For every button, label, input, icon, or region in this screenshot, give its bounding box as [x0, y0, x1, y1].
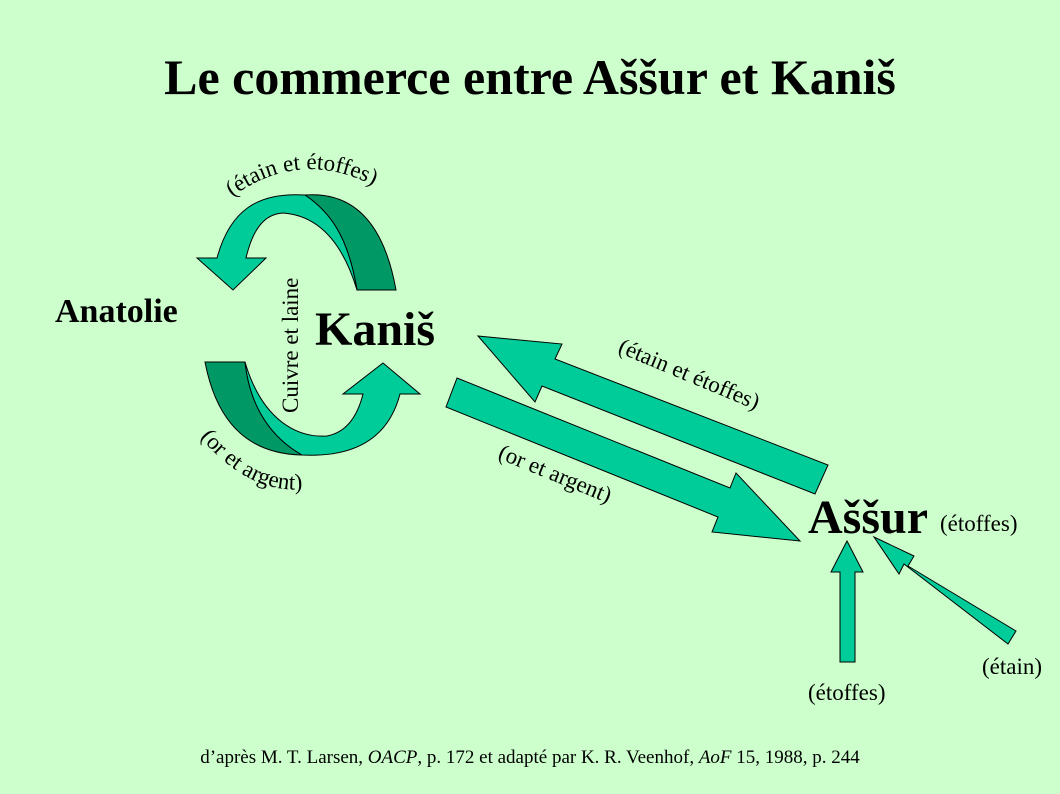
arrow-to-kanis — [476, 335, 829, 495]
cycle-top-arrow — [195, 194, 358, 291]
citation-work-2: AoF — [698, 747, 732, 768]
arrow-to-assur — [445, 377, 802, 542]
cycle-bottom-arrow — [244, 361, 422, 456]
etain-source-label: (étain) — [982, 654, 1043, 679]
place-assur: Aššur — [808, 491, 929, 544]
citation-part-2: , p. 172 et adapté par K. R. Veenhof, — [417, 747, 699, 768]
assur-etoffes-note: (étoffes) — [940, 511, 1018, 536]
place-anatolie: Anatolie — [55, 293, 178, 330]
page-title: Le commerce entre Aššur et Kaniš — [164, 49, 896, 105]
etoffes-source-label: (étoffes) — [808, 680, 886, 705]
cycle-center-label: Cuivre et laine — [278, 278, 303, 413]
citation: d’après M. T. Larsen, OACP, p. 172 et ad… — [0, 747, 1060, 769]
citation-part-3: 15, 1988, p. 244 — [731, 747, 860, 768]
place-kanis: Kaniš — [315, 303, 436, 356]
arrow-etain-source — [872, 535, 1017, 645]
arrow-etoffes-source — [830, 539, 864, 663]
citation-work-1: OACP — [367, 747, 418, 768]
citation-part-1: d’après M. T. Larsen, — [200, 747, 368, 768]
cycle-top-label: (étain et étoffes) — [221, 149, 382, 201]
